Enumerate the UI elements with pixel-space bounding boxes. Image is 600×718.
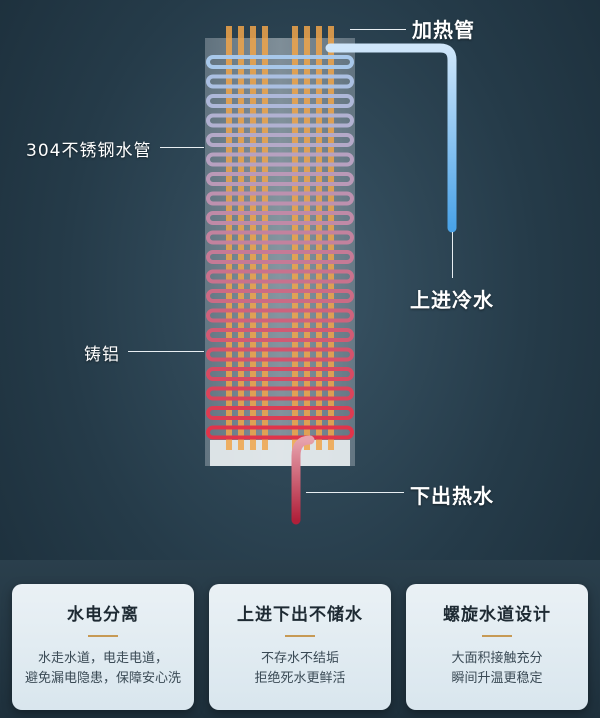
- leader-heating-pipe: [350, 29, 406, 30]
- divider: [88, 635, 118, 637]
- coil-turn: [206, 308, 354, 323]
- coil-turn: [206, 152, 354, 167]
- coil-turn: [206, 55, 354, 69]
- label-heating-pipe: 加热管: [412, 18, 475, 42]
- coil-turn: [206, 211, 354, 225]
- coil-turn: [206, 328, 354, 342]
- coil-turn: [206, 94, 354, 108]
- leader-hot-water-out: [306, 492, 404, 493]
- coil-turn: [206, 230, 354, 245]
- feature-title: 螺旋水道设计: [443, 605, 551, 625]
- coil-turn: [206, 191, 354, 206]
- coil-turn: [206, 347, 354, 362]
- feature-desc-line: 水走水道，电走电道，: [37, 651, 168, 666]
- feature-card-separation: 水电分离 水走水道，电走电道， 避免漏电隐患，保障安心洗: [12, 584, 194, 710]
- feature-card-spiral: 螺旋水道设计 大面积接触充分 瞬间升温更稳定: [406, 584, 588, 710]
- feature-card-no-storage: 上进下出不储水 不存水不结垢 拒绝死水更鲜活: [209, 584, 391, 710]
- divider: [285, 635, 315, 637]
- coil-turn: [206, 250, 354, 264]
- feature-title: 水电分离: [67, 605, 139, 625]
- product-illustration: 加热管 304不锈钢水管 上进冷水 铸铝 下出热水: [26, 18, 494, 525]
- cold-water-inlet-pipe: [325, 43, 457, 233]
- feature-desc-line: 大面积接触充分: [451, 651, 543, 666]
- heating-rods: [226, 26, 334, 450]
- heating-rod: [316, 26, 322, 450]
- coil-turn: [206, 289, 354, 303]
- coil-turn: [206, 172, 354, 186]
- feature-title: 上进下出不储水: [237, 605, 363, 625]
- coil-turn: [206, 133, 354, 147]
- feature-desc-line: 瞬间升温更稳定: [451, 671, 543, 686]
- label-cold-water-in: 上进冷水: [410, 288, 494, 312]
- heating-rod: [226, 26, 232, 450]
- coil-turn: [206, 269, 354, 284]
- coil-turn: [206, 113, 354, 128]
- label-steel-pipe: 304不锈钢水管: [26, 141, 152, 161]
- divider: [482, 635, 512, 637]
- leader-cast-aluminum: [128, 351, 204, 352]
- steel-water-coil: [206, 55, 354, 440]
- coil-turn: [206, 406, 354, 420]
- heating-rod: [328, 26, 334, 450]
- label-cast-aluminum: 铸铝: [84, 345, 120, 365]
- hot-water-outlet-pipe: [291, 435, 315, 525]
- heating-rod: [238, 26, 244, 450]
- feature-desc-line: 避免漏电隐患，保障安心洗: [24, 671, 181, 686]
- heating-rod: [292, 26, 298, 450]
- coil-turn: [206, 425, 354, 440]
- coil-turn: [206, 386, 354, 401]
- heating-rod: [262, 26, 268, 450]
- feature-desc-line: 不存水不结垢: [260, 651, 339, 666]
- label-hot-water-out: 下出热水: [410, 484, 494, 508]
- coil-turn: [206, 74, 354, 89]
- coil-turn: [206, 367, 354, 381]
- heater-diagram: [205, 26, 457, 525]
- heating-rod: [304, 26, 310, 450]
- feature-desc-line: 拒绝死水更鲜活: [254, 671, 346, 686]
- leader-cold-water-in: [452, 232, 453, 278]
- heating-rod: [250, 26, 256, 450]
- leader-steel-pipe: [160, 147, 204, 148]
